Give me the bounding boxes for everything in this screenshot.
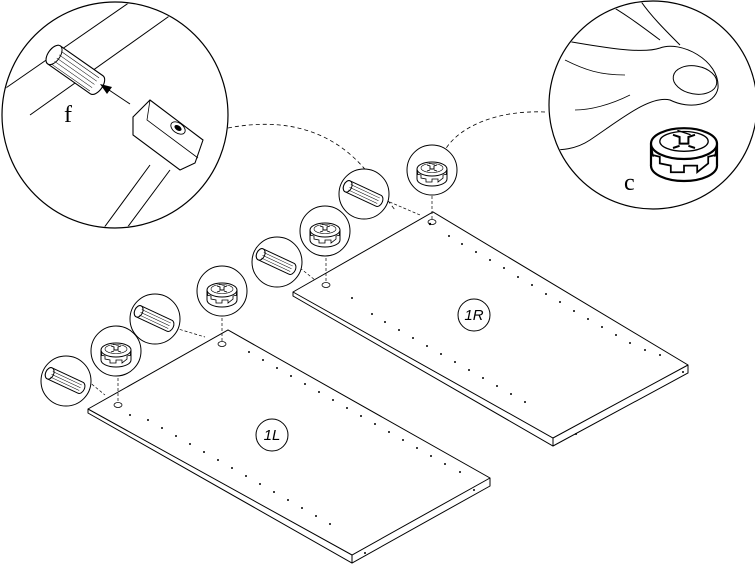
cam-bubble-3 xyxy=(299,205,351,257)
callout-cam-label: c xyxy=(624,170,635,196)
panel-1l-badge xyxy=(255,418,289,452)
panel-1r-label: 1R xyxy=(464,307,483,324)
callout-cam-thumb: c xyxy=(548,0,755,210)
dowel-bubble-2 xyxy=(129,293,181,345)
dowel-bubble-3 xyxy=(251,236,303,288)
cam-bubble-1 xyxy=(90,325,142,377)
panel-1l: 1L xyxy=(87,329,491,564)
dowel-bubble-4 xyxy=(338,168,390,220)
cam-lock-fitting-icon xyxy=(100,342,132,368)
cam-lock-fitting-icon xyxy=(309,222,341,248)
callout-dowel-hammer: f xyxy=(1,1,229,229)
cam-lock-fitting-icon xyxy=(206,282,238,308)
panel-1r: 1R xyxy=(292,211,689,447)
cam-bubble-4 xyxy=(406,144,458,196)
panel-1r-badge xyxy=(457,298,491,332)
cam-bubble-2 xyxy=(196,265,248,317)
drop-lines xyxy=(87,196,433,403)
cam-lock-fitting-icon xyxy=(649,127,719,183)
callout-dowel-label: f xyxy=(64,102,72,128)
dowel-bubble-1 xyxy=(40,355,92,407)
panel-1l-label: 1L xyxy=(264,427,281,444)
cam-lock-fitting-icon xyxy=(416,161,448,187)
leader-line-cam xyxy=(444,111,546,151)
